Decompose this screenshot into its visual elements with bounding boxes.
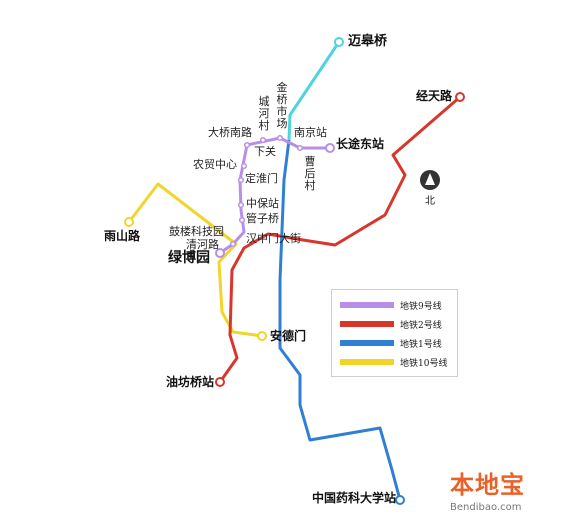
line-2-path	[218, 95, 461, 383]
legend-label: 地铁1号线	[400, 339, 442, 350]
watermark-url: Bendibao.com	[450, 502, 522, 513]
station-label-yaoke: 中国药科大学站	[312, 491, 397, 505]
station-label-qinghelu: 清河路	[186, 238, 219, 251]
station-marker[interactable]	[325, 143, 335, 153]
legend-label: 地铁10号线	[400, 358, 448, 369]
legend-row: 地铁2号线	[340, 317, 442, 331]
station-label-yushanlu: 雨山路	[104, 229, 141, 243]
station-label-zhongbaozhan: 中保站	[246, 197, 279, 210]
station-dot[interactable]	[237, 201, 245, 209]
legend-label: 地铁2号线	[400, 320, 442, 331]
legend: 地铁9号线 地铁2号线 地铁1号线 地铁10号线	[331, 289, 458, 377]
legend-swatch	[340, 359, 394, 365]
legend-row: 地铁9号线	[340, 298, 442, 312]
station-label-caohoucun: 曹后村	[304, 155, 316, 192]
legend-swatch	[340, 302, 394, 308]
line-10-path	[127, 182, 263, 338]
legend-row: 地铁1号线	[340, 336, 442, 350]
station-dot[interactable]	[296, 144, 304, 152]
north-arrow-icon	[420, 170, 440, 190]
station-marker[interactable]	[124, 217, 134, 227]
station-dot[interactable]	[276, 134, 284, 142]
station-marker[interactable]	[395, 495, 405, 505]
legend-row: 地铁10号线	[340, 355, 447, 369]
line-1-north-path	[287, 41, 341, 141]
legend-swatch	[340, 321, 394, 327]
station-dot[interactable]	[259, 136, 267, 144]
compass: 北	[420, 170, 442, 207]
station-label-nanjingzhan: 南京站	[294, 126, 327, 139]
station-label-gulou-keji: 鼓楼科技园	[169, 225, 224, 238]
station-marker[interactable]	[455, 92, 465, 102]
watermark: 本地宝 Bendibao.com	[450, 465, 560, 513]
station-dot[interactable]	[243, 141, 251, 149]
station-label-jingtianlu: 经天路	[416, 89, 453, 103]
station-label-dinghuaimen: 定淮门	[245, 172, 278, 185]
station-dot[interactable]	[238, 216, 246, 224]
station-label-guanziqiao: 管子桥	[246, 212, 279, 225]
station-dot[interactable]	[229, 240, 237, 248]
station-marker[interactable]	[334, 37, 344, 47]
line-1-south-path	[278, 139, 402, 501]
station-label-daqiaonanlu: 大桥南路	[208, 126, 252, 139]
legend-swatch	[340, 340, 394, 346]
legend-label: 地铁9号线	[400, 301, 442, 312]
station-marker[interactable]	[215, 248, 225, 258]
station-label-lvboyuan: 绿博园	[168, 250, 210, 266]
station-label-andemen: 安德门	[270, 329, 307, 343]
station-label-youfangqiao: 油坊桥站	[166, 375, 215, 389]
station-label-jinqiaoshichang: 金桥市场	[276, 81, 288, 130]
station-label-chenghecun: 城河村	[258, 95, 270, 132]
station-dot[interactable]	[240, 162, 248, 170]
station-label-nongmaozhongxin: 农贸中心	[193, 158, 237, 171]
station-dot[interactable]	[237, 176, 245, 184]
station-label-changtudongzhan: 长途东站	[336, 137, 385, 151]
station-label-maigaoqiao: 迈皋桥	[348, 34, 388, 49]
compass-label: 北	[425, 196, 435, 207]
station-label-xiaguan: 下关	[254, 145, 276, 158]
station-marker[interactable]	[257, 331, 267, 341]
station-marker[interactable]	[215, 377, 225, 387]
watermark-logo: 本地宝	[450, 471, 525, 499]
station-label-hanzhongmen: 汉中门大街	[246, 232, 301, 245]
